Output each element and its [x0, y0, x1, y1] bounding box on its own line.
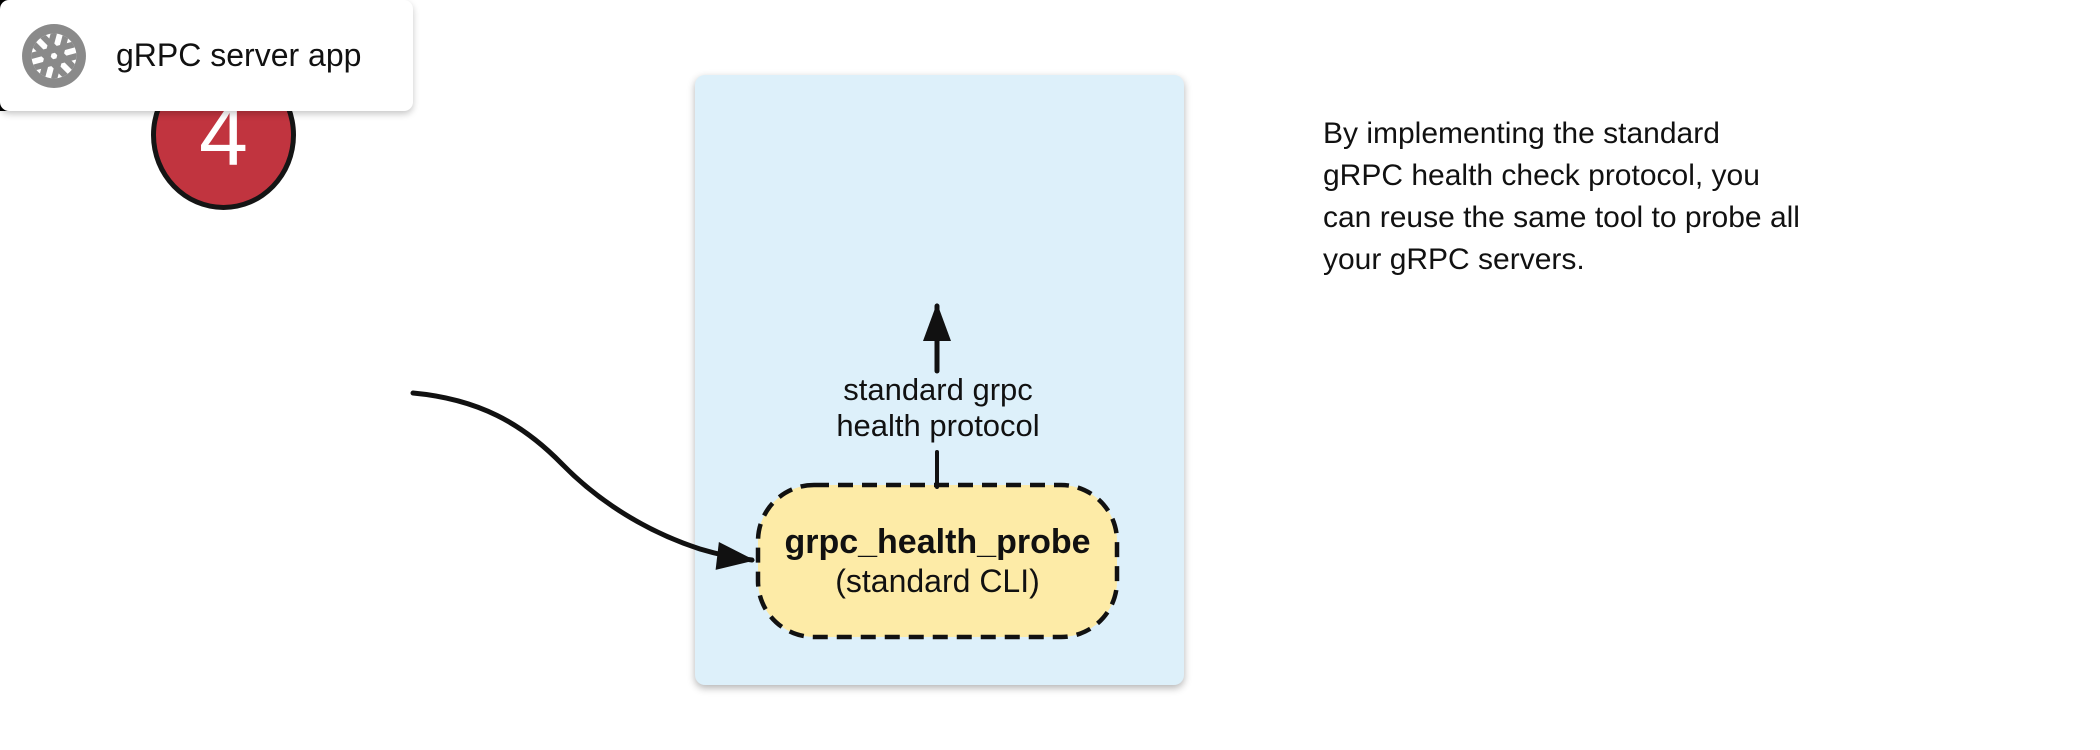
note-line-3: can reuse the same tool to probe all — [1323, 201, 1800, 234]
grpc-health-probe-box: grpc_health_probe (standard CLI) — [758, 485, 1117, 637]
grpc-server-label: gRPC server app — [116, 37, 362, 73]
protocol-label-line2: health protocol — [836, 408, 1040, 443]
note-line-4: your gRPC servers. — [1323, 243, 1585, 276]
note-text: By implementing the standard gRPC health… — [1323, 113, 1800, 281]
protocol-label-line1: standard grpc — [843, 372, 1033, 407]
note-line-2: gRPC health check protocol, you — [1323, 159, 1760, 192]
grpc-health-probe-title: grpc_health_probe — [784, 523, 1091, 561]
aperture-icon — [22, 23, 86, 88]
protocol-label: standard grpc health protocol — [836, 372, 1039, 444]
grpc-server-box: gRPC server app — [0, 0, 413, 111]
note-line-1: By implementing the standard — [1323, 117, 1720, 150]
grpc-health-probe-subtitle: (standard CLI) — [835, 563, 1040, 599]
